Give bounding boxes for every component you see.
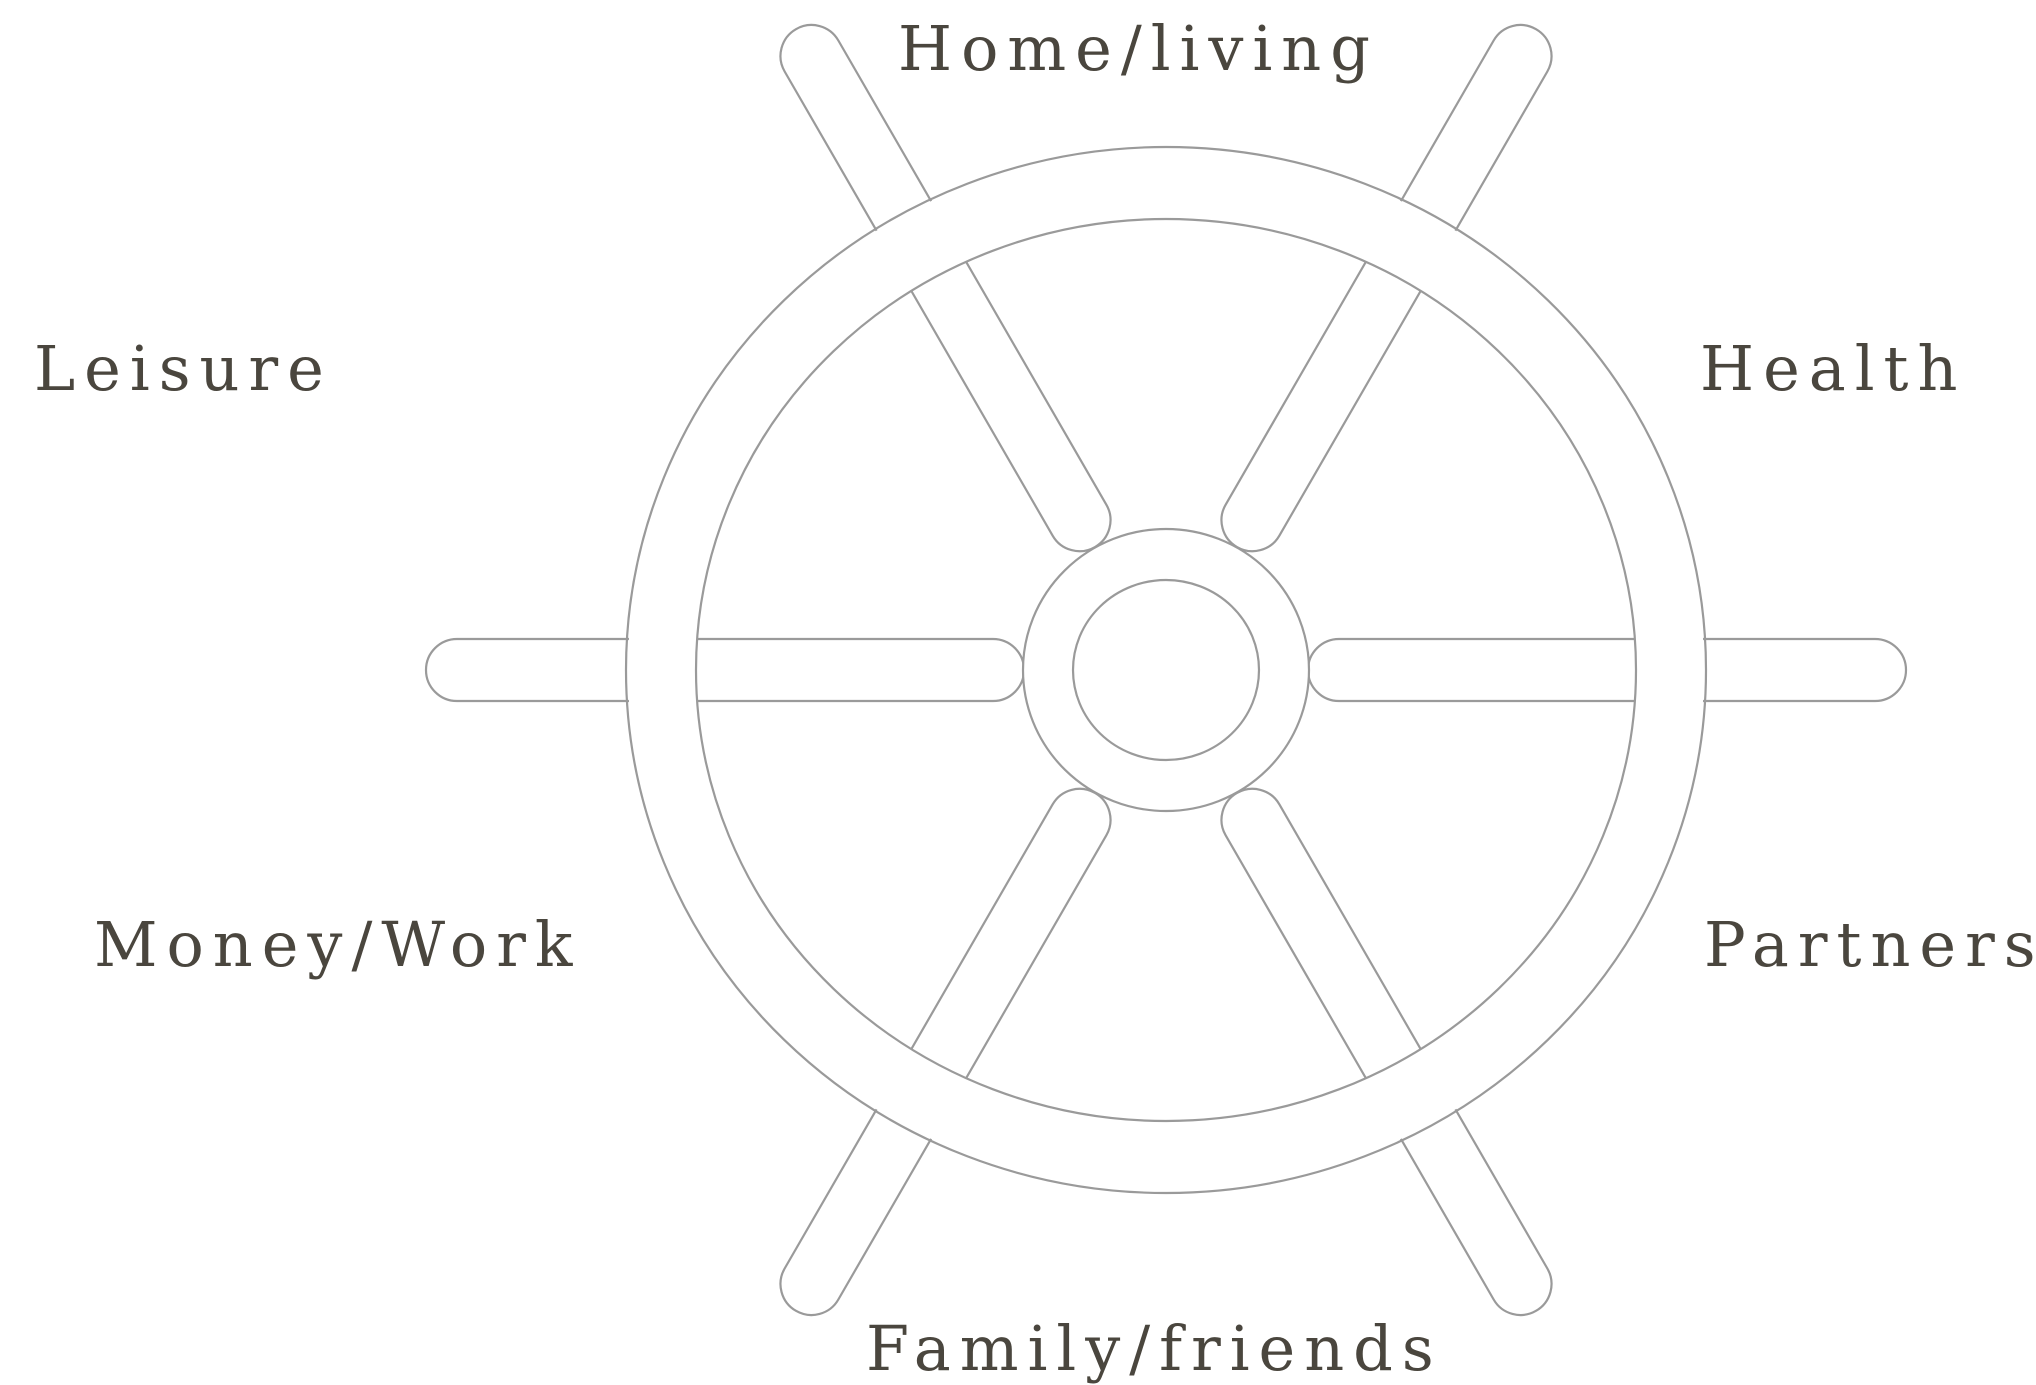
- label-health: Health: [1700, 338, 1966, 400]
- label-family-friends: Family/friends: [866, 1318, 1443, 1380]
- label-leisure: Leisure: [34, 338, 333, 400]
- label-partners: Partners: [1704, 914, 2036, 976]
- wheel-hub-inner: [1073, 580, 1259, 760]
- wheel-spoke: [1308, 639, 1906, 701]
- wheel-spoke: [426, 639, 1024, 701]
- label-money-work: Money/Work: [94, 914, 581, 976]
- label-home-living: Home/living: [898, 18, 1379, 80]
